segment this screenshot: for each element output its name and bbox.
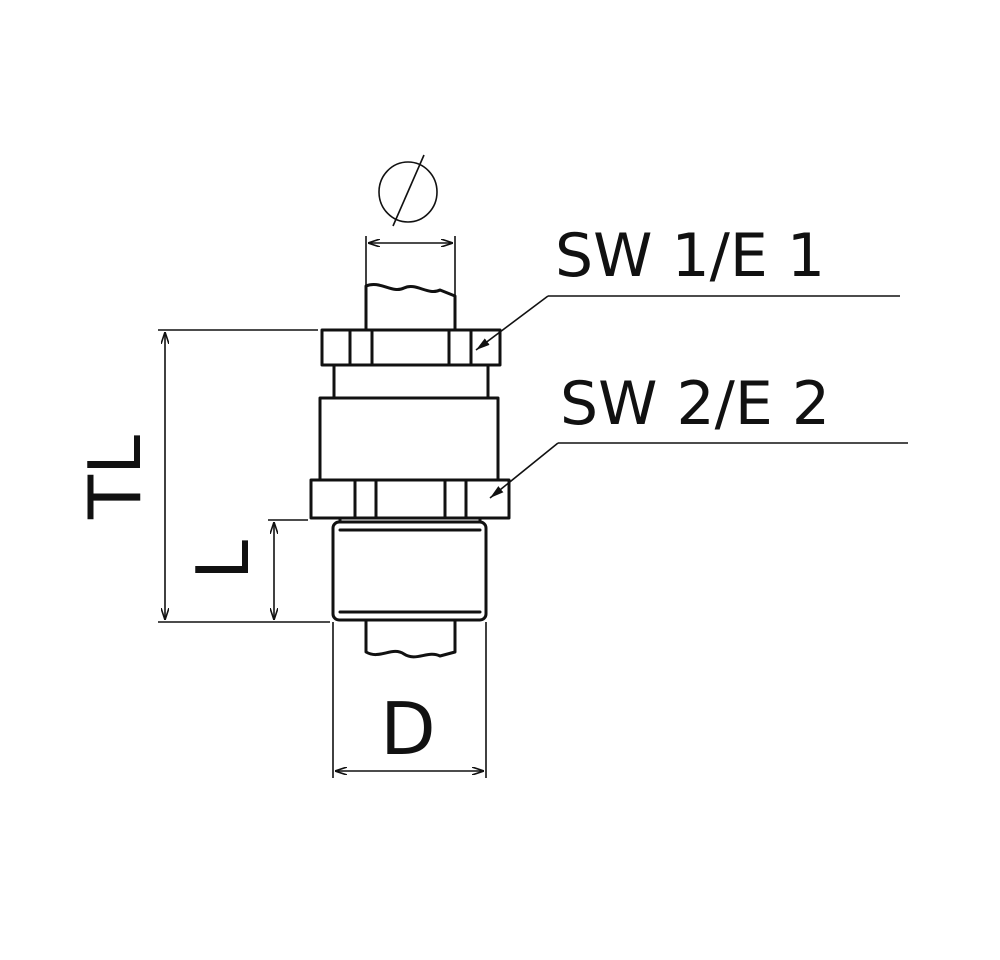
thread-length-dimension xyxy=(268,519,308,620)
thread-diameter-label: D xyxy=(380,687,435,771)
callout-sw1-leader xyxy=(475,295,900,351)
seal-neck xyxy=(332,363,490,400)
callout-sw2-label: SW 2/E 2 xyxy=(560,369,830,439)
callout-sw1-label: SW 1/E 1 xyxy=(555,221,825,291)
cable-bottom xyxy=(364,618,457,659)
gland-body xyxy=(318,396,500,482)
lower-nut-sw2 xyxy=(309,478,511,520)
thread-length-label: L xyxy=(181,540,265,580)
thread-section xyxy=(331,516,488,622)
callout-sw2-leader xyxy=(489,442,908,499)
cable-top xyxy=(364,283,457,332)
total-length-label: TL xyxy=(73,435,157,520)
upper-nut-sw1 xyxy=(320,328,502,367)
total-length-dimension xyxy=(158,329,330,623)
thread-diameter-dimension xyxy=(332,622,487,778)
diameter-symbol-icon xyxy=(378,154,438,227)
